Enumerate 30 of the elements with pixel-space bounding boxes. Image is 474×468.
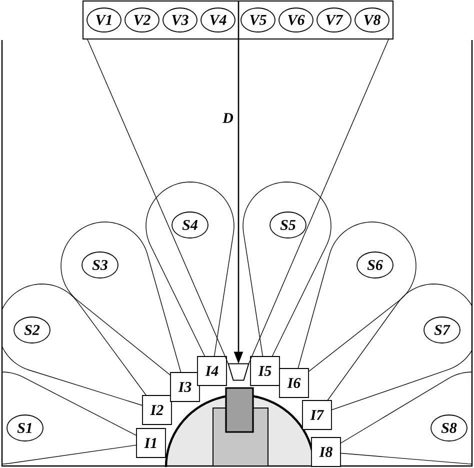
oval-label: V4: [200, 8, 236, 32]
oval-label: S2: [14, 316, 50, 344]
oval-label: S8: [430, 414, 468, 442]
oval-label: V5: [240, 8, 276, 32]
oval-label: V6: [278, 8, 314, 32]
square-label: I7: [302, 400, 332, 430]
oval-label: S4: [172, 212, 208, 238]
oval-label: V7: [316, 8, 352, 32]
oval-label: V3: [162, 8, 198, 32]
square-label: I2: [142, 395, 172, 425]
cone-line: [87, 39, 229, 364]
square-label: I6: [279, 368, 309, 398]
oval-label: S1: [6, 414, 44, 442]
square-label: I8: [311, 437, 341, 467]
oval-label: V1: [86, 8, 122, 32]
square-label: I3: [170, 372, 200, 402]
square-label: I1: [136, 428, 166, 458]
oval-label: S3: [82, 252, 118, 278]
square-label: I5: [250, 356, 280, 386]
sensor-block: [225, 387, 254, 433]
oval-label: S7: [424, 316, 460, 344]
funnel-shape: [228, 363, 250, 381]
edge-label: D: [222, 113, 234, 123]
oval-label: V8: [354, 8, 390, 32]
oval-label: S5: [270, 212, 306, 238]
oval-label: S6: [356, 252, 394, 278]
label-box: [82, 0, 394, 40]
oval-label: V2: [124, 8, 160, 32]
square-label: I4: [197, 356, 227, 386]
cone-line: [248, 39, 389, 364]
